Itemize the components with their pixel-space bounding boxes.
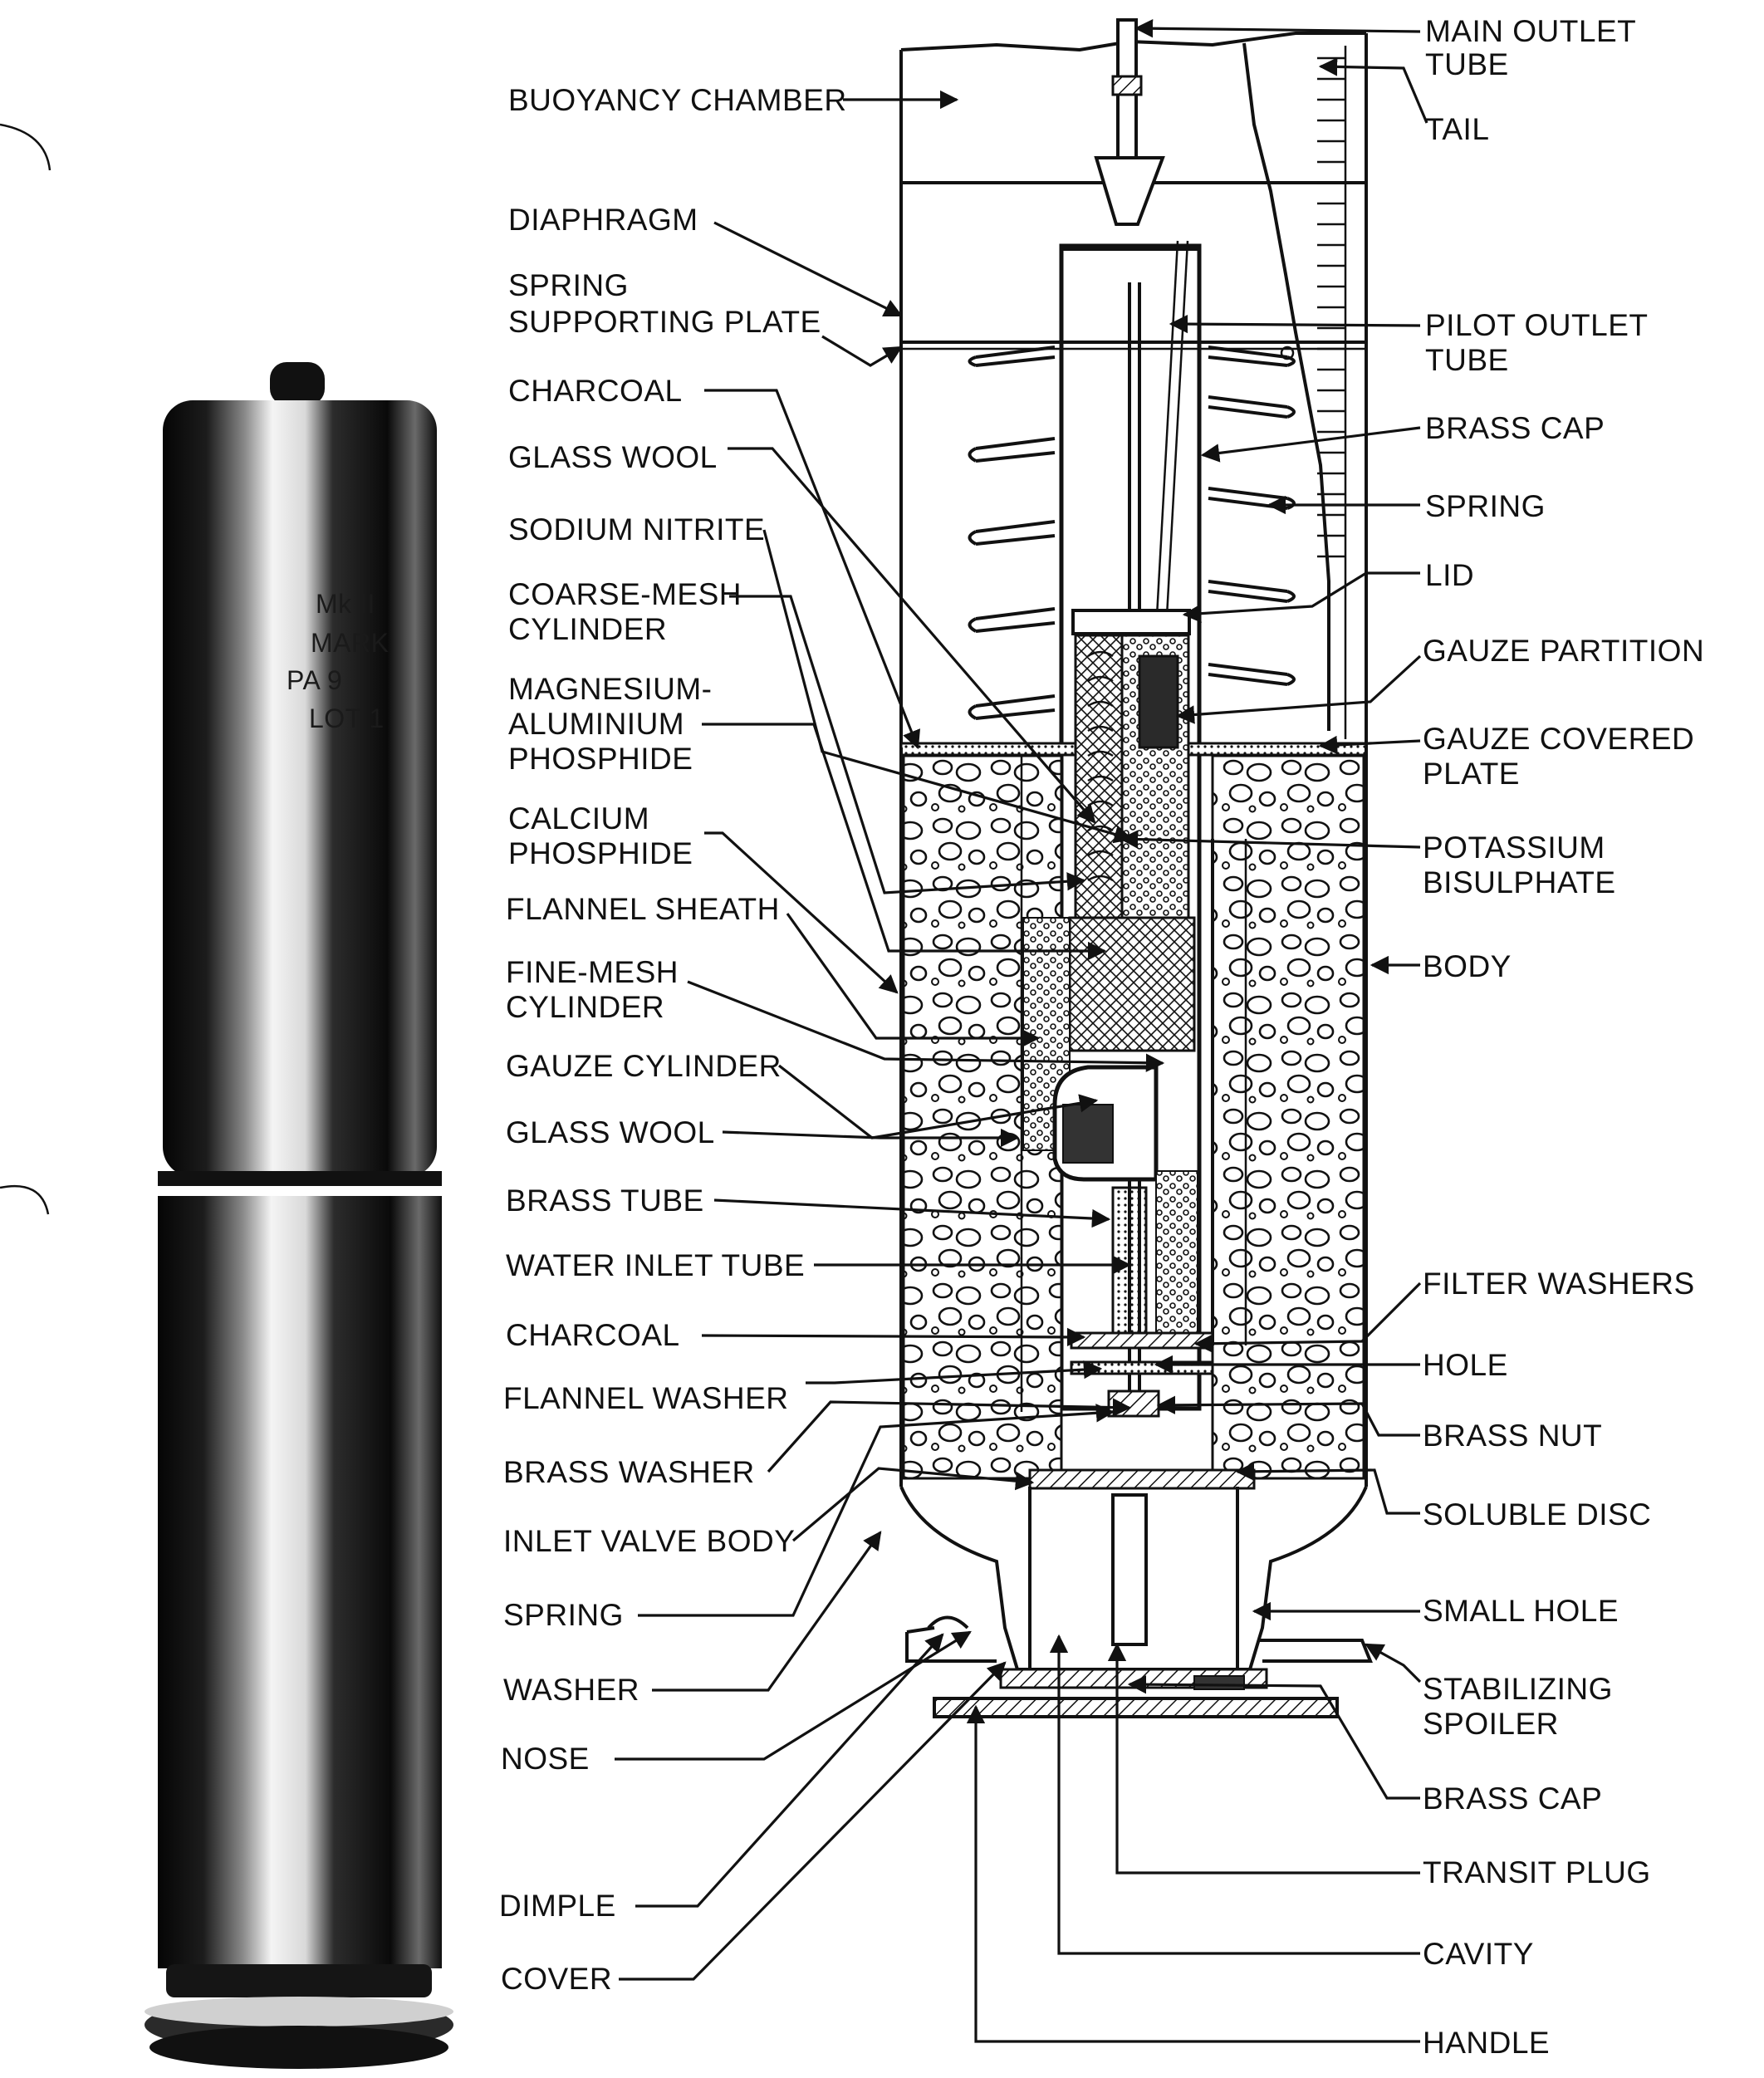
label-small-hole: SMALL HOLE [1423, 1594, 1619, 1628]
label-brass-washer: BRASS WASHER [503, 1455, 755, 1489]
pilot-tube-diagonal [1154, 240, 1179, 632]
label-gauze-cylinder: GAUZE CYLINDER [506, 1049, 782, 1083]
charcoal-fill-right [1211, 754, 1365, 1480]
canister-base-highlight [145, 1997, 453, 2027]
upper-spring [968, 346, 1296, 720]
photo-corner-mark [0, 123, 51, 171]
fine-mesh-weave [1068, 916, 1196, 1052]
canister-base-ring [166, 1964, 432, 1997]
label-glass-wool-upper: GLASS WOOL [508, 440, 718, 474]
canister-band-highlight [158, 1186, 442, 1196]
label-soluble-disc: SOLUBLE DISC [1423, 1497, 1651, 1532]
label-brass-cap-upper: BRASS CAP [1425, 411, 1605, 445]
gauze-cylinder-fill [1062, 1104, 1114, 1164]
brass-nut-shape [1107, 1389, 1160, 1418]
dimple-shape [927, 1615, 969, 1630]
filter-washers-shape [1070, 1331, 1214, 1350]
label-cavity: CAVITY [1423, 1937, 1534, 1971]
canister-body-lower [158, 1196, 442, 1968]
cutaway-drawing [899, 18, 1373, 1718]
label-washer: WASHER [503, 1673, 639, 1707]
cover-nub [1193, 1675, 1245, 1690]
canister-body-upper [163, 400, 437, 1177]
label-brass-tube: BRASS TUBE [506, 1184, 704, 1218]
label-inlet-valve-body: INLET VALVE BODY [503, 1524, 795, 1558]
label-cover: COVER [501, 1962, 612, 1996]
leader-lines-right [966, 19, 1428, 2043]
canister-marking: MARK [311, 628, 389, 658]
label-sodium-nitrite: SODIUM NITRITE [508, 512, 765, 546]
label-brass-nut: BRASS NUT [1423, 1419, 1602, 1453]
leader-lines-left [615, 90, 1165, 1981]
label-dimple: DIMPLE [499, 1889, 616, 1923]
label-brass-cap-lower: BRASS CAP [1423, 1781, 1602, 1816]
canister-marking: LOT 1 [309, 703, 385, 733]
label-diaphragm: DIAPHRAGM [508, 203, 698, 237]
canister-base-bottom [149, 2026, 448, 2069]
label-charcoal-lower: CHARCOAL [506, 1318, 680, 1352]
label-water-inlet-tube: WATER INLET TUBE [506, 1248, 805, 1282]
inlet-valve-body-plate [1028, 1468, 1256, 1490]
canister-marking: Mk II [316, 589, 375, 619]
label-transit-plug: TRANSIT PLUG [1423, 1855, 1651, 1889]
label-flannel-sheath: FLANNEL SHEATH [506, 892, 780, 926]
tail-hatching [1317, 46, 1347, 739]
label-buoyancy-chamber: BUOYANCY CHAMBER [508, 83, 847, 117]
canister-band [158, 1171, 442, 1186]
cover-plate [933, 1697, 1339, 1718]
label-filter-washers: FILTER WASHERS [1423, 1267, 1695, 1301]
nose-shape [899, 1486, 1368, 1670]
label-flannel-washer: FLANNEL WASHER [503, 1381, 789, 1415]
label-spring-upper: SPRING [1425, 489, 1546, 523]
photo-corner-mark [0, 1184, 50, 1215]
label-handle: HANDLE [1423, 2026, 1550, 2060]
label-charcoal-upper: CHARCOAL [508, 374, 683, 408]
label-body: BODY [1423, 949, 1512, 983]
label-nose: NOSE [501, 1742, 590, 1776]
inner-coil [1087, 650, 1114, 882]
gauze-partition-shape [1138, 654, 1179, 749]
glass-wool-lower-fill [1155, 1170, 1198, 1338]
label-hole: HOLE [1423, 1348, 1508, 1382]
main-outlet-collar [1111, 75, 1143, 96]
label-glass-wool-lower: GLASS WOOL [506, 1115, 715, 1149]
transit-plug-shape [1111, 1493, 1148, 1646]
pilot-tube-diagonal [1164, 240, 1189, 632]
canister-top-knob [270, 362, 325, 405]
canister-marking: PA 9 [287, 665, 342, 695]
label-gauze-partition: GAUZE PARTITION [1423, 634, 1704, 668]
main-outlet-valve [1094, 156, 1165, 226]
label-spring-lower: SPRING [503, 1598, 624, 1632]
tail-fin [1242, 42, 1330, 731]
label-tail: TAIL [1425, 112, 1489, 146]
canister-photo: Mk II MARK PA 9 LOT 1 [0, 123, 453, 2069]
label-lid: LID [1425, 558, 1474, 592]
lid-shape [1071, 609, 1191, 635]
canister-markings: Mk II MARK PA 9 LOT 1 [287, 589, 389, 733]
